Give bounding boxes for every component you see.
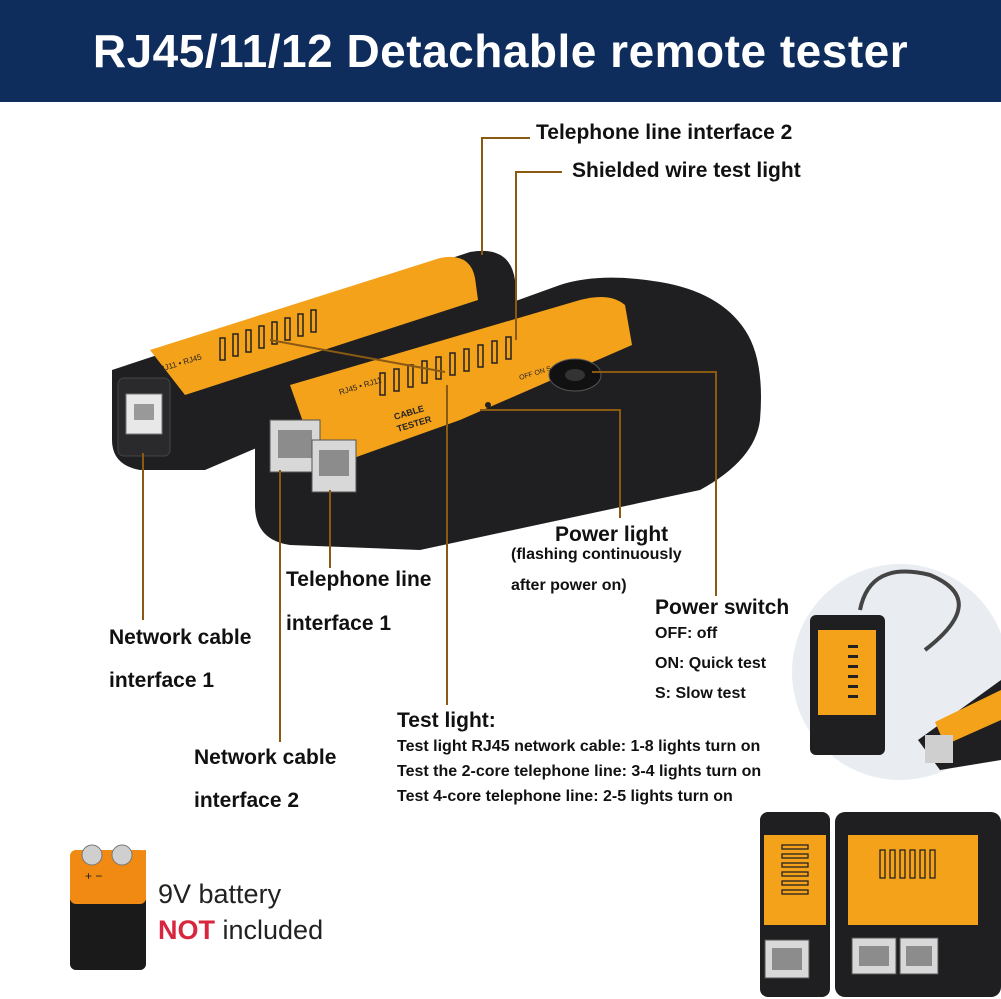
remote-unit: RJ11 • RJ45 [112,250,520,470]
battery-terminal-marks: + − [85,869,102,883]
battery-not-included: NOT included [158,912,323,948]
label-telephone-line-interface-1-a: Telephone line [286,568,432,591]
main-unit: RJ45 • RJ11 CABLE TESTER OFF ON S [255,277,761,550]
label-power-switch: Power switch [655,596,790,619]
battery-included: included [222,915,324,945]
power-switch-mode-s: S: Slow test [655,685,746,702]
front-view-photo [760,812,1001,997]
label-shielded-wire-test-light: Shielded wire test light [572,159,801,182]
leader-lines [142,137,717,742]
power-switch-mode-on: ON: Quick test [655,655,767,672]
power-light-note-2: after power on) [511,577,627,594]
power-light-note-1: (flashing continuously [511,546,682,563]
inset-photo [792,564,1001,780]
test-light-line-2core: Test the 2-core telephone line: 3-4 ligh… [397,763,762,780]
label-network-cable-interface-1-a: Network cable [109,626,252,649]
power-switch-mode-off: OFF: off [655,625,718,642]
label-network-cable-interface-2-b: interface 2 [194,789,300,812]
power-switch-modes: OFF: off ON: Quick test S: Slow test [655,625,766,715]
label-telephone-line-interface-2: Telephone line interface 2 [536,121,793,144]
battery-note: 9V battery NOT included [158,876,323,948]
page-title: RJ45/11/12 Detachable remote tester [92,25,909,77]
title-banner: RJ45/11/12 Detachable remote tester [0,0,1001,102]
test-light-lines: Test light RJ45 network cable: 1-8 light… [397,738,761,813]
label-network-cable-interface-1-b: interface 1 [109,669,215,692]
label-power-light: Power light [555,523,669,546]
battery-illustration: + − [70,844,146,970]
battery-not: NOT [158,915,215,945]
test-light-line-rj45: Test light RJ45 network cable: 1-8 light… [397,738,761,755]
label-telephone-line-interface-1-b: interface 1 [286,612,392,635]
test-light-line-4core: Test 4-core telephone line: 2-5 lights t… [397,788,733,805]
battery-voltage: 9V battery [158,879,282,909]
label-network-cable-interface-2-a: Network cable [194,746,337,769]
label-test-light: Test light: [397,709,496,732]
